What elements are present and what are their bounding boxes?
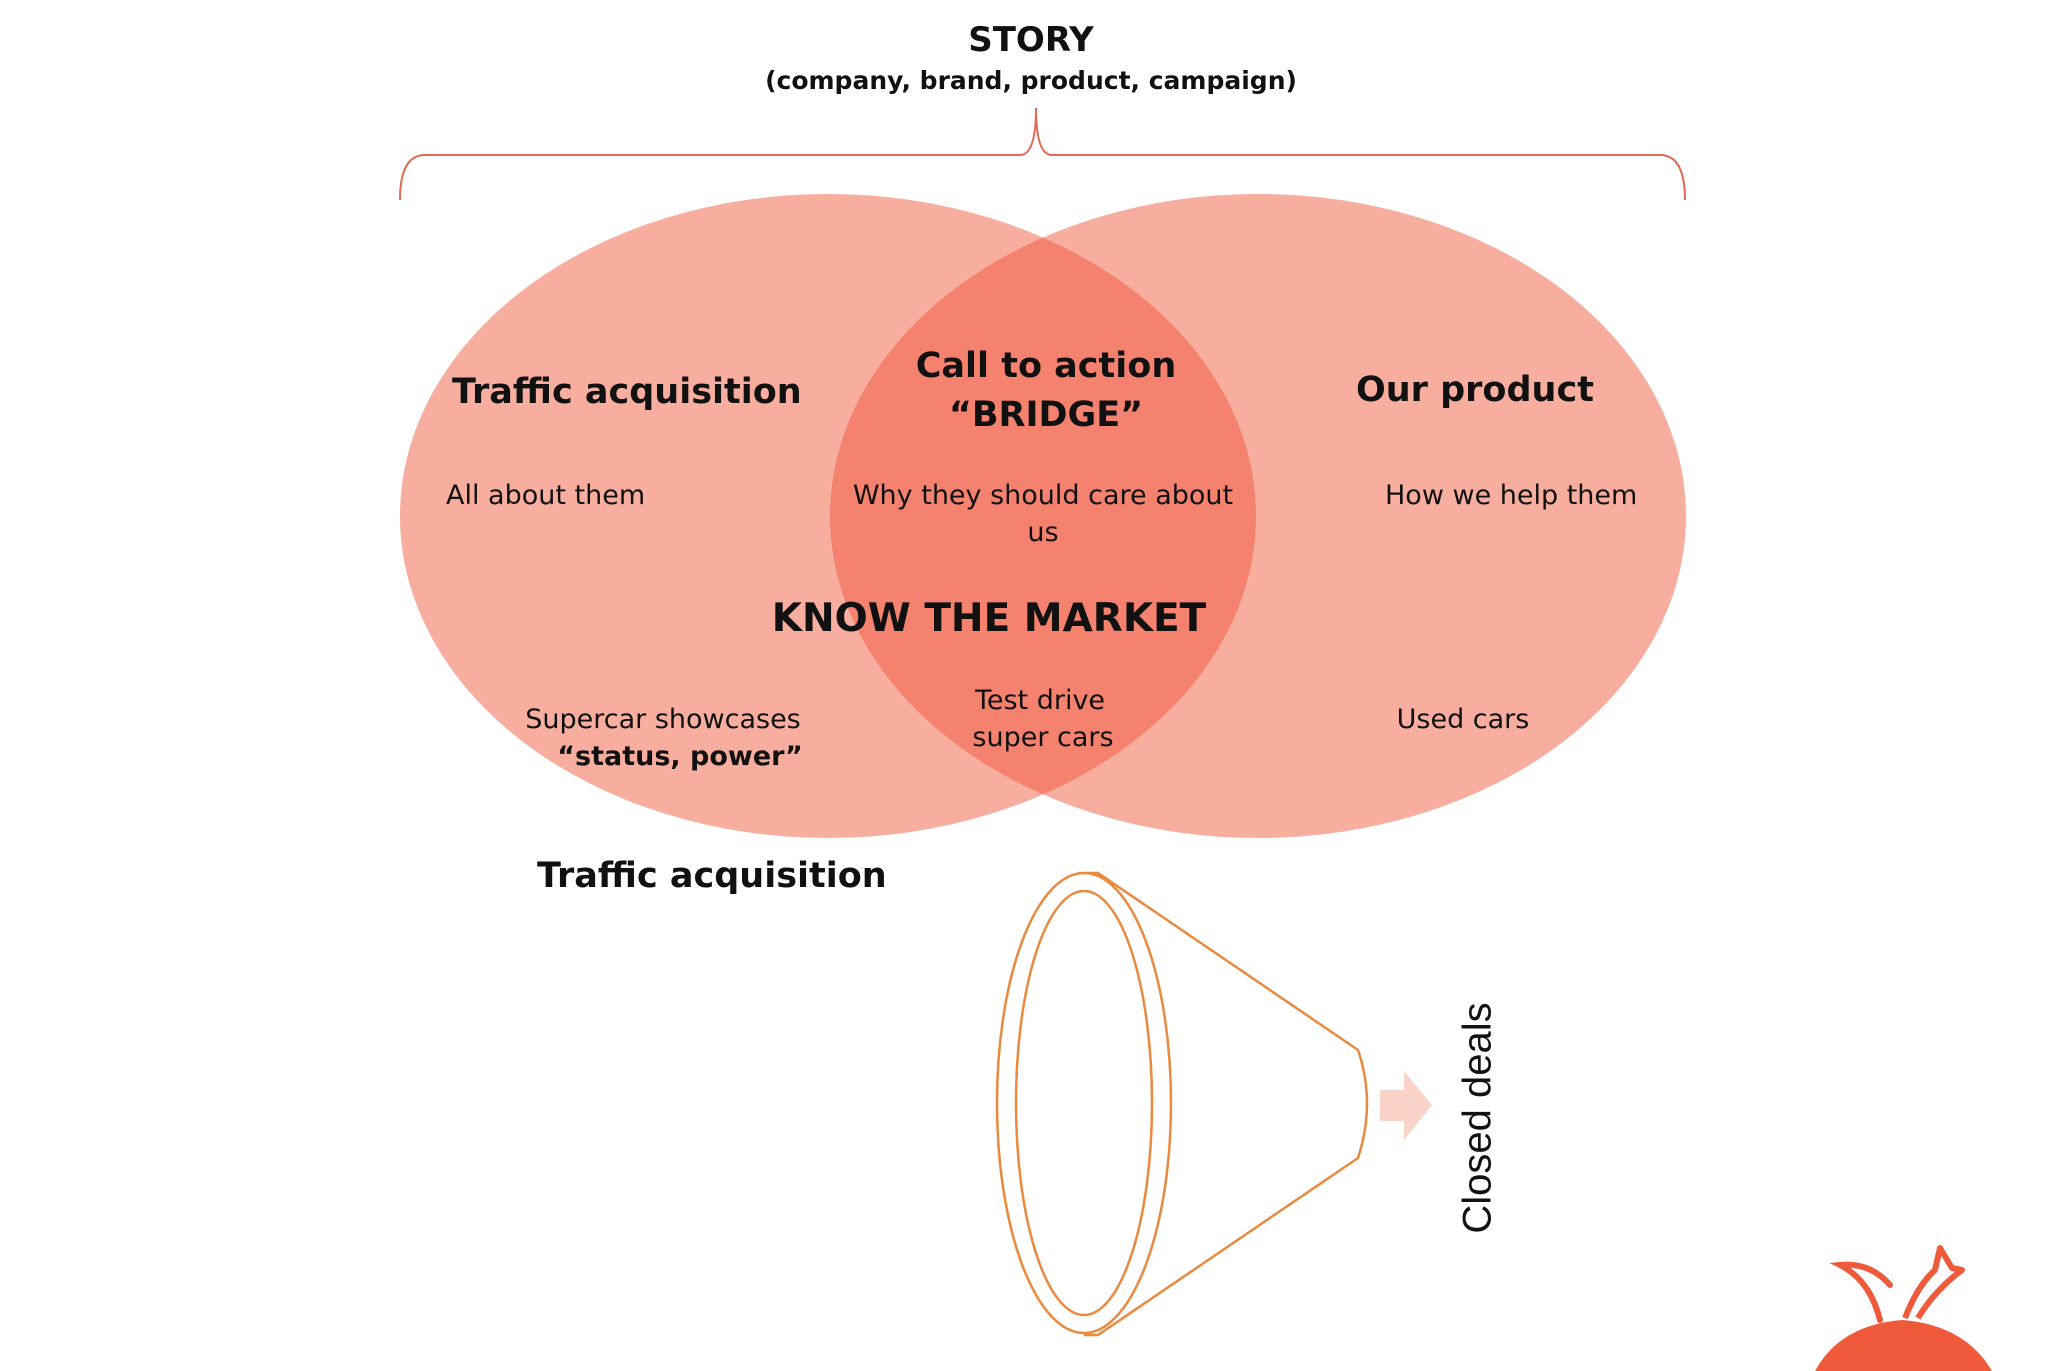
bridge-line1: Why they should care about [852, 480, 1234, 511]
right-example: Used cars [1396, 704, 1530, 735]
closed-deals-label: Closed deals [1455, 1002, 1500, 1234]
story-brace [399, 107, 1686, 201]
fruit-logo-icon [1815, 1245, 1992, 1371]
overlap-region [830, 194, 1256, 838]
bridge-heading-line2: “BRIDGE” [948, 395, 1144, 435]
left-example-line2: “status, power” [557, 741, 803, 772]
story-title: STORY [968, 20, 1094, 60]
left-heading: Traffic acquisition [452, 372, 802, 412]
left-example-line1: Supercar showcases [525, 704, 801, 735]
story-subtitle: (company, brand, product, campaign) [765, 66, 1297, 95]
bridge-line2: us [1027, 517, 1059, 548]
funnel-label: Traffic acquisition [537, 856, 887, 896]
funnel-icon [995, 871, 1369, 1337]
know-the-market: KNOW THE MARKET [771, 596, 1207, 641]
right-line: How we help them [1385, 480, 1638, 511]
arrow-right-icon [1380, 1071, 1432, 1140]
left-line: All about them [446, 480, 646, 511]
bridge-example-line2: super cars [972, 722, 1114, 753]
right-heading: Our product [1356, 370, 1594, 410]
bridge-heading-line1: Call to action [915, 346, 1177, 386]
bridge-example-line1: Test drive [974, 685, 1106, 716]
